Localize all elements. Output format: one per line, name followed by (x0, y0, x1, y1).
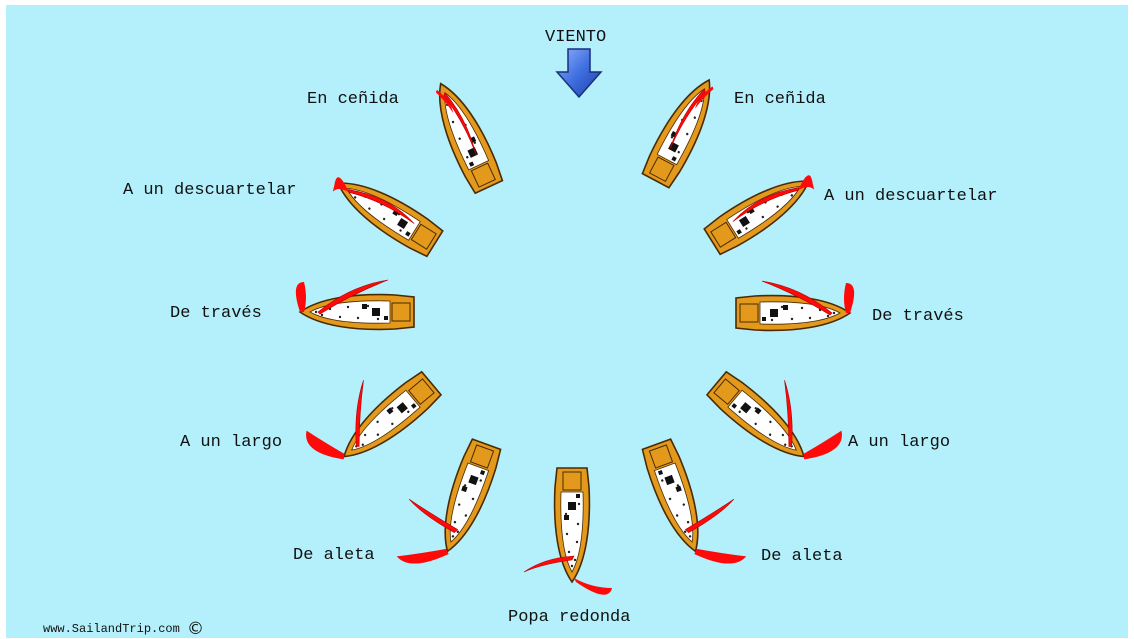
label-de-aleta-left: De aleta (293, 546, 375, 566)
label-a-un-largo-left: A un largo (180, 433, 282, 453)
label-de-aleta-right: De aleta (761, 547, 843, 567)
boat-traves-right (736, 281, 854, 330)
label-en-cenida-right: En ceñida (734, 90, 826, 110)
credit-url: www.SailandTrip.com (43, 622, 180, 636)
copyright-icon: © (187, 619, 204, 639)
label-popa-redonda: Popa redonda (508, 608, 630, 628)
wind-label: VIENTO (545, 28, 606, 48)
boat-aleta-right (640, 426, 754, 581)
boat-descuartelar-left (325, 166, 444, 258)
label-en-cenida-left: En ceñida (307, 90, 399, 110)
boat-traves-left (296, 280, 414, 329)
wind-arrow-icon (557, 49, 601, 97)
boat-largo-right (705, 348, 848, 482)
label-a-un-largo-right: A un largo (848, 433, 950, 453)
boat-popa-redonda (524, 468, 612, 595)
diagram-background: VIENTO En ceñida En ceñida A un descuart… (6, 5, 1128, 638)
boat-descuartelar-right (703, 164, 822, 256)
label-de-traves-left: De través (170, 304, 262, 324)
boat-en-cenida-left (425, 76, 505, 194)
boat-en-cenida-right (640, 72, 724, 189)
label-a-un-descuartelar-left: A un descuartelar (123, 181, 296, 201)
label-a-un-descuartelar-right: A un descuartelar (824, 187, 997, 207)
label-de-traves-right: De través (872, 307, 964, 327)
credit-text: www.SailandTrip.com © (43, 617, 204, 637)
boat-largo-left (300, 348, 443, 482)
boat-aleta-left (388, 426, 502, 581)
